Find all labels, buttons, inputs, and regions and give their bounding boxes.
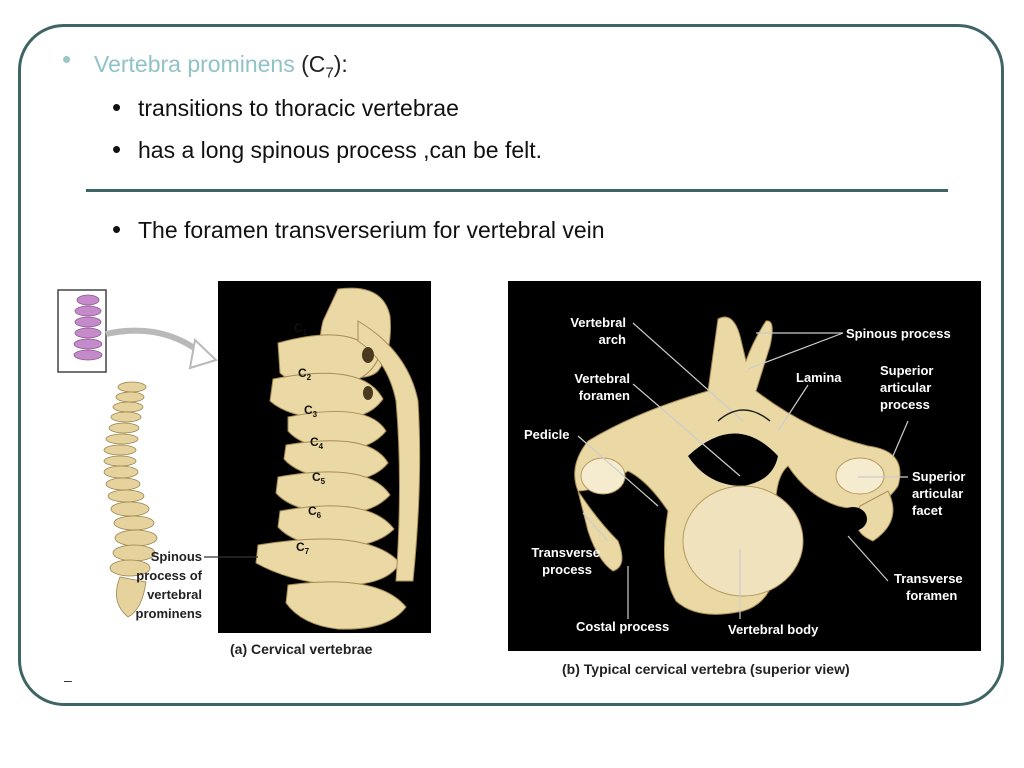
svg-text:foramen: foramen: [906, 588, 957, 603]
svg-text:Lamina: Lamina: [796, 370, 842, 385]
sub-bullet-3: •The foramen transverserium for vertebra…: [112, 214, 605, 244]
svg-text:Vertebral: Vertebral: [570, 315, 626, 330]
main-bullet-text: Vertebra prominens (C7):: [94, 51, 348, 82]
svg-text:Pedicle: Pedicle: [524, 427, 570, 442]
label-c5: C5: [312, 470, 326, 486]
label-c6: C6: [308, 504, 322, 520]
svg-text:process: process: [542, 562, 592, 577]
svg-text:process of: process of: [136, 568, 202, 583]
svg-text:prominens: prominens: [136, 606, 202, 621]
svg-text:Spinous: Spinous: [151, 549, 202, 564]
svg-text:arch: arch: [599, 332, 627, 347]
spinous-process-label-group: Spinous process of vertebral prominens: [136, 549, 258, 621]
figure-a-caption: (a) Cervical vertebrae: [230, 641, 373, 657]
svg-text:vertebral: vertebral: [147, 587, 202, 602]
svg-text:Transverse: Transverse: [531, 545, 600, 560]
figure-b-typical-vertebra: Vertebral arch Spinous process Lamina Su…: [508, 281, 981, 651]
cervical-vertebrae-illustration: C1 C2 C3 C4 C5 C6 C7: [255, 287, 421, 630]
svg-text:foramen: foramen: [579, 388, 630, 403]
label-c1: C1: [294, 321, 308, 337]
slide-frame: [18, 24, 1004, 706]
svg-text:Costal process: Costal process: [576, 619, 669, 634]
main-bullet-accent: Vertebra prominens: [94, 51, 295, 77]
svg-text:facet: facet: [912, 503, 943, 518]
svg-text:articular: articular: [912, 486, 963, 501]
bullet-dot-icon: •: [62, 44, 72, 74]
figure-b-caption: (b) Typical cervical vertebra (superior …: [562, 661, 850, 677]
label-c2: C2: [298, 366, 312, 382]
svg-text:articular: articular: [880, 380, 931, 395]
sub-bullet-1: •transitions to thoracic vertebrae: [112, 92, 459, 122]
footer-mark: –: [64, 672, 72, 688]
svg-text:process: process: [880, 397, 930, 412]
label-c4: C4: [310, 435, 324, 451]
svg-text:Superior: Superior: [912, 469, 965, 484]
svg-text:Spinous process: Spinous process: [846, 326, 951, 341]
figure-a-cervical-vertebrae: C1 C2 C3 C4 C5 C6 C7: [218, 281, 431, 633]
spine-thumbnail: [57, 289, 218, 618]
label-c3: C3: [304, 403, 318, 419]
bullet-dot-icon: •: [112, 214, 122, 244]
divider-line: [86, 189, 948, 192]
svg-text:Vertebral: Vertebral: [574, 371, 630, 386]
bullet-dot-icon: •: [112, 92, 122, 122]
bullet-dot-icon: •: [112, 134, 122, 164]
sub-bullet-2: •has a long spinous process ,can be felt…: [112, 134, 543, 164]
svg-text:Superior: Superior: [880, 363, 933, 378]
typical-vertebra-illustration: Vertebral arch Spinous process Lamina Su…: [524, 315, 965, 637]
svg-text:Vertebral body: Vertebral body: [728, 622, 819, 637]
svg-text:Transverse: Transverse: [894, 571, 963, 586]
label-c7: C7: [296, 540, 310, 556]
